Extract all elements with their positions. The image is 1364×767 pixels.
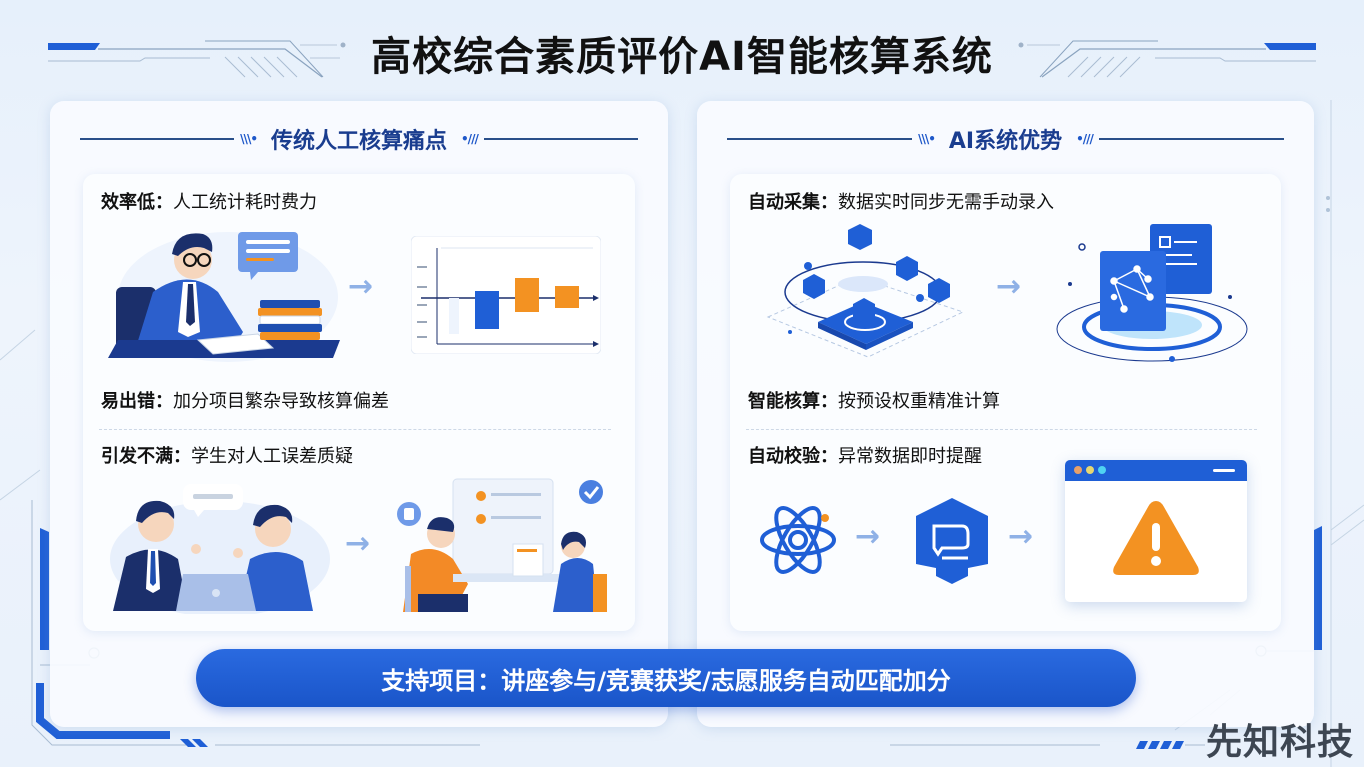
- arrow-icon: →: [996, 269, 1022, 304]
- advantage-item-calculation: 智能核算：按预设权重精准计算: [748, 387, 1000, 413]
- pain-item-dissatisfaction: 引发不满：学生对人工误差质疑: [101, 442, 353, 468]
- arrow-icon: →: [345, 526, 371, 561]
- item-divider: [746, 429, 1257, 430]
- alert-window-titlebar: [1065, 460, 1247, 481]
- pain-item-desc: 人工统计耗时费力: [173, 192, 317, 213]
- office-worker-illustration: [108, 232, 340, 362]
- pain-points-heading: \\\• 传统人工核算痛点 •///: [80, 119, 639, 159]
- pain-item-errors: 易出错：加分项目繁杂导致核算偏差: [101, 387, 389, 413]
- pain-item-key: 引发不满：: [101, 446, 191, 467]
- shield-check-icon: [916, 498, 988, 584]
- review-meeting-illustration: [397, 478, 607, 612]
- heading-marks-left: \\\•: [918, 132, 936, 146]
- pain-points-card: 效率低：人工统计耗时费力: [83, 174, 635, 631]
- pain-points-title: 传统人工核算痛点: [271, 129, 448, 154]
- window-dot-cyan: [1098, 466, 1106, 474]
- arrow-icon: →: [348, 269, 374, 304]
- heading-marks-right: •///: [1076, 132, 1094, 146]
- heading-marks-left: \\\•: [240, 132, 258, 146]
- advantage-item-collection: 自动采集：数据实时同步无需手动录入: [748, 188, 1054, 214]
- pain-points-panel: \\\• 传统人工核算痛点 •/// 效率低：人工统计耗时费力: [50, 101, 668, 727]
- bar-chart-illustration: [411, 236, 601, 354]
- arrow-icon: →: [855, 519, 881, 554]
- heading-rule-left: [727, 138, 913, 140]
- pain-item-desc: 加分项目繁杂导致核算偏差: [173, 391, 389, 412]
- ai-network-illustration: [1056, 224, 1248, 362]
- brand-watermark: 先知科技: [1205, 722, 1354, 763]
- window-dot-yellow: [1086, 466, 1094, 474]
- window-dot-orange: [1074, 466, 1082, 474]
- ai-advantages-title: AI系统优势: [948, 129, 1063, 154]
- pain-item-desc: 学生对人工误差质疑: [191, 446, 353, 467]
- warning-icon: [1113, 501, 1199, 575]
- heading-rule-right: [1098, 138, 1284, 140]
- heading-rule-right: [483, 138, 639, 140]
- ai-advantages-panel: \\\• AI系统优势 •/// 自动采集：数据实时同步无需手动录入 →: [697, 101, 1314, 727]
- data-platform-illustration: [766, 224, 965, 358]
- item-divider: [99, 429, 611, 430]
- window-menu-bar: [1213, 469, 1235, 472]
- advantage-item-desc: 数据实时同步无需手动录入: [838, 192, 1054, 213]
- ai-advantages-heading: \\\• AI系统优势 •///: [727, 119, 1284, 159]
- advantage-item-key: 智能核算：: [748, 391, 838, 412]
- supported-items-banner: 支持项目：讲座参与/竞赛获奖/志愿服务自动匹配加分: [196, 649, 1136, 707]
- advantage-item-key: 自动采集：: [748, 192, 838, 213]
- pain-item-key: 易出错：: [101, 391, 173, 412]
- ai-advantages-card: 自动采集：数据实时同步无需手动录入 →: [730, 174, 1281, 631]
- heading-rule-left: [80, 138, 235, 140]
- arrow-icon: →: [1008, 519, 1034, 554]
- advantage-item-desc: 异常数据即时提醒: [838, 446, 982, 467]
- heading-marks-right: •///: [461, 132, 479, 146]
- complaint-discussion-illustration: [110, 484, 330, 614]
- alert-window: [1065, 460, 1247, 602]
- advantage-item-key: 自动校验：: [748, 446, 838, 467]
- page-title: 高校综合素质评价AI智能核算系统: [371, 34, 993, 80]
- pain-item-key: 效率低：: [101, 192, 173, 213]
- pain-item-efficiency: 效率低：人工统计耗时费力: [101, 188, 317, 214]
- advantage-item-validation: 自动校验：异常数据即时提醒: [748, 442, 982, 468]
- atom-icon: [760, 506, 836, 574]
- advantage-item-desc: 按预设权重精准计算: [838, 391, 1000, 412]
